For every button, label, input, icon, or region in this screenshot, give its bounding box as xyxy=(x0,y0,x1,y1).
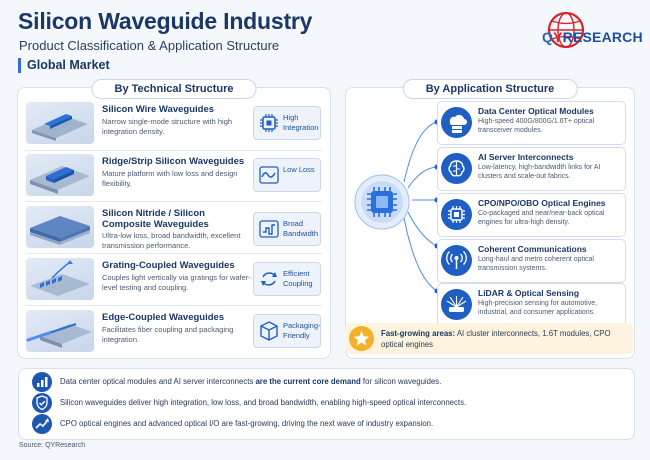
lidar-icon xyxy=(441,289,472,320)
tech-item-desc: Narrow single-mode structure with high i… xyxy=(102,117,233,136)
tech-item-name: Ridge/Strip Silicon Waveguides xyxy=(102,156,245,167)
tech-item-name: Edge-Coupled Waveguides xyxy=(102,312,225,323)
app-item-name: Coherent Communications xyxy=(478,244,587,254)
tech-item-name: Silicon Wire Waveguides xyxy=(102,104,215,115)
app-item-data-center: Data Center Optical Modules High-speed 4… xyxy=(437,101,626,145)
wave-icon xyxy=(259,166,279,184)
edge-coupled-illustration xyxy=(26,310,94,352)
page-title: Silicon Waveguide Industry xyxy=(18,8,313,34)
app-item-desc: High-precision sensing for automotive, i… xyxy=(478,300,598,316)
cloud-server-icon xyxy=(441,107,472,138)
application-structure-heading: By Application Structure xyxy=(402,79,578,99)
tech-item-desc: Mature platform with low loss and design… xyxy=(102,169,238,188)
qyresearch-logo-globe xyxy=(547,11,585,49)
note-benefits: Silicon waveguides deliver high integrat… xyxy=(60,398,467,407)
badge-label: Broad Bandwidth xyxy=(283,219,319,238)
badge-label: Low Loss xyxy=(283,165,315,174)
tech-item-desc: Ultra-low loss, broad bandwidth, excelle… xyxy=(102,231,241,250)
grating-waveguide-illustration xyxy=(26,258,94,300)
tech-item-grating-coupled: Grating-Coupled Waveguides Couples light… xyxy=(26,258,322,302)
app-item-lidar: LiDAR & Optical Sensing High-precision s… xyxy=(437,283,626,327)
app-item-cpo-engines: CPO/NPO/OBO Optical Engines Co-packaged … xyxy=(437,193,626,237)
badge-packaging-friendly: Packaging-Friendly xyxy=(253,314,321,348)
app-item-ai-server: AI Server Interconnects Low-latency, hig… xyxy=(437,147,626,191)
app-item-desc: Co-packaged and near/near-back optical e… xyxy=(478,210,605,226)
tech-item-edge-coupled: Edge-Coupled Waveguides Facilitates fibe… xyxy=(26,310,322,354)
row-divider xyxy=(26,253,322,254)
note-growth: CPO optical engines and advanced optical… xyxy=(60,419,434,428)
cycle-icon xyxy=(261,272,277,286)
tech-item-name: Silicon Nitride / Silicon Composite Wave… xyxy=(102,208,209,230)
tech-item-silicon-nitride: Silicon Nitride / Silicon Composite Wave… xyxy=(26,206,322,250)
technical-structure-heading: By Technical Structure xyxy=(91,79,257,99)
check-shield-icon xyxy=(32,393,52,413)
row-divider xyxy=(26,150,322,151)
app-item-desc: High-speed 400G/800G/1.6T+ optical trans… xyxy=(478,118,595,134)
tech-item-silicon-wire: Silicon Wire Waveguides Narrow single-mo… xyxy=(26,102,322,146)
badge-broad-bandwidth: Broad Bandwidth xyxy=(253,212,321,246)
tech-item-ridge-strip: Ridge/Strip Silicon Waveguides Mature pl… xyxy=(26,154,322,198)
app-item-name: Data Center Optical Modules xyxy=(478,106,594,116)
antenna-icon xyxy=(441,245,472,276)
badge-label: Efficient Coupling xyxy=(283,269,313,288)
market-accent-bar xyxy=(18,58,21,73)
chip-icon xyxy=(260,114,278,132)
key-takeaways-panel: Data center optical modules and AI serve… xyxy=(18,368,635,440)
technical-structure-panel: By Technical Structure Silicon Wire Wave… xyxy=(17,79,331,359)
brain-icon xyxy=(441,153,472,184)
badge-label: Packaging-Friendly xyxy=(283,321,321,340)
row-divider xyxy=(26,201,322,202)
tech-item-desc: Couples light vertically via gratings fo… xyxy=(102,273,251,292)
app-item-desc: Low-latency, high-bandwidth links for AI… xyxy=(478,164,601,180)
app-item-name: LiDAR & Optical Sensing xyxy=(478,288,580,298)
row-divider xyxy=(26,305,322,306)
tech-item-name: Grating-Coupled Waveguides xyxy=(102,260,235,271)
app-item-name: AI Server Interconnects xyxy=(478,152,574,162)
badge-high-integration: High Integration xyxy=(253,106,321,140)
bandwidth-icon xyxy=(259,220,279,238)
badge-low-loss: Low Loss xyxy=(253,158,321,192)
bar-chart-icon xyxy=(32,372,52,392)
fast-growing-text: Fast-growing areas: AI cluster interconn… xyxy=(381,329,611,349)
star-icon xyxy=(349,326,374,351)
application-structure-panel: By Application Structure Data Center Opt… xyxy=(345,79,635,359)
page-subtitle: Product Classification & Application Str… xyxy=(19,38,280,53)
tech-item-desc: Facilitates fiber coupling and packaging… xyxy=(102,325,234,344)
qyresearch-logo-text: QYRESEARCH xyxy=(542,29,643,45)
app-item-name: CPO/NPO/OBO Optical Engines xyxy=(478,198,606,208)
app-item-desc: Long-haul and metro coherent optical tra… xyxy=(478,256,594,272)
ridge-waveguide-illustration xyxy=(26,154,94,196)
market-label: Global Market xyxy=(27,58,110,72)
fast-growing-banner: Fast-growing areas: AI cluster interconn… xyxy=(345,323,633,354)
source-note: Source: QYResearch xyxy=(19,442,86,449)
trend-up-icon xyxy=(32,414,52,434)
package-icon xyxy=(260,321,278,341)
processor-icon xyxy=(441,199,472,230)
badge-efficient-coupling: Efficient Coupling xyxy=(253,262,321,296)
composite-waveguide-illustration xyxy=(26,206,94,248)
note-core-demand: Data center optical modules and AI serve… xyxy=(60,377,442,386)
central-chip-icon xyxy=(354,174,410,230)
app-item-coherent: Coherent Communications Long-haul and me… xyxy=(437,239,626,283)
badge-label: High Integration xyxy=(283,113,319,132)
silicon-wire-illustration xyxy=(26,102,94,144)
